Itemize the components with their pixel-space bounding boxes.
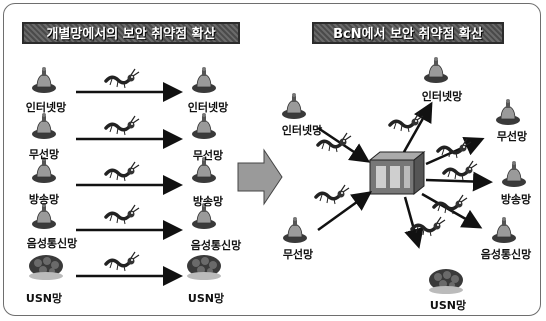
- left-source-label-3: 방송망: [28, 193, 60, 206]
- right-target-label-internet: 인터넷망: [421, 90, 463, 103]
- right-target-label-usn: USN망: [429, 299, 467, 312]
- left-source-label-2: 무선망: [28, 148, 60, 161]
- worm-bug-icon: [410, 215, 447, 238]
- outgoing-arrow: [402, 101, 433, 153]
- network-node-icon: [501, 160, 527, 188]
- outgoing-arrow: [425, 171, 493, 192]
- left-row-2: [31, 112, 217, 149]
- left-row-4: [31, 202, 217, 240]
- worm-bug-icon: [104, 250, 141, 273]
- left-source-label-5: USN망: [25, 292, 63, 305]
- left-title-banner: 개별망에서의 보안 취약점 확산: [22, 22, 240, 44]
- transition-arrow-icon: [237, 148, 283, 206]
- bcn-server-icon: [368, 150, 426, 196]
- left-row-5: [29, 250, 221, 286]
- usn-cloud-icon: [429, 269, 463, 294]
- worm-bug-icon: [314, 183, 351, 206]
- right-target-label-voice: 음성통신망: [480, 248, 532, 261]
- network-node-icon: [281, 92, 307, 120]
- network-node-icon: [282, 216, 308, 244]
- left-target-label-5: USN망: [187, 292, 225, 305]
- worm-bug-icon: [104, 203, 141, 226]
- network-node-icon: [491, 216, 517, 244]
- left-target-label-2: 무선망: [192, 149, 224, 162]
- usn-cloud-icon: [187, 255, 221, 280]
- left-source-label-1: 인터넷망: [25, 101, 67, 114]
- incoming-arrow: [317, 191, 373, 232]
- network-node-icon: [31, 112, 57, 140]
- left-source-label-4: 음성통신망: [26, 237, 78, 250]
- network-node-icon: [191, 112, 217, 140]
- worm-bug-icon: [442, 159, 479, 182]
- network-node-icon: [191, 66, 217, 94]
- left-target-label-4: 음성통신망: [190, 239, 242, 252]
- left-target-label-1: 인터넷망: [187, 101, 229, 114]
- network-node-icon: [495, 98, 521, 126]
- right-title-banner: BcN에서 보안 취약점 확산: [312, 22, 504, 44]
- worm-bug-icon: [104, 67, 141, 90]
- worm-bug-icon: [104, 114, 141, 137]
- right-target-label-broadcast: 방송망: [500, 193, 532, 206]
- worm-bug-icon: [316, 131, 353, 154]
- network-node-icon: [31, 66, 57, 94]
- diagram-frame: [3, 3, 541, 316]
- outgoing-arrow: [403, 196, 424, 249]
- right-source-label-internet: 인터넷망: [281, 124, 323, 137]
- left-target-label-3: 방송망: [192, 195, 224, 208]
- left-row-1: [31, 66, 217, 102]
- left-row-3: [31, 156, 217, 195]
- right-target-label-wireless: 무선망: [496, 130, 528, 143]
- network-node-icon: [423, 56, 449, 84]
- worm-bug-icon: [104, 160, 141, 183]
- right-source-label-wireless: 무선망: [282, 248, 314, 261]
- usn-cloud-icon: [29, 255, 63, 280]
